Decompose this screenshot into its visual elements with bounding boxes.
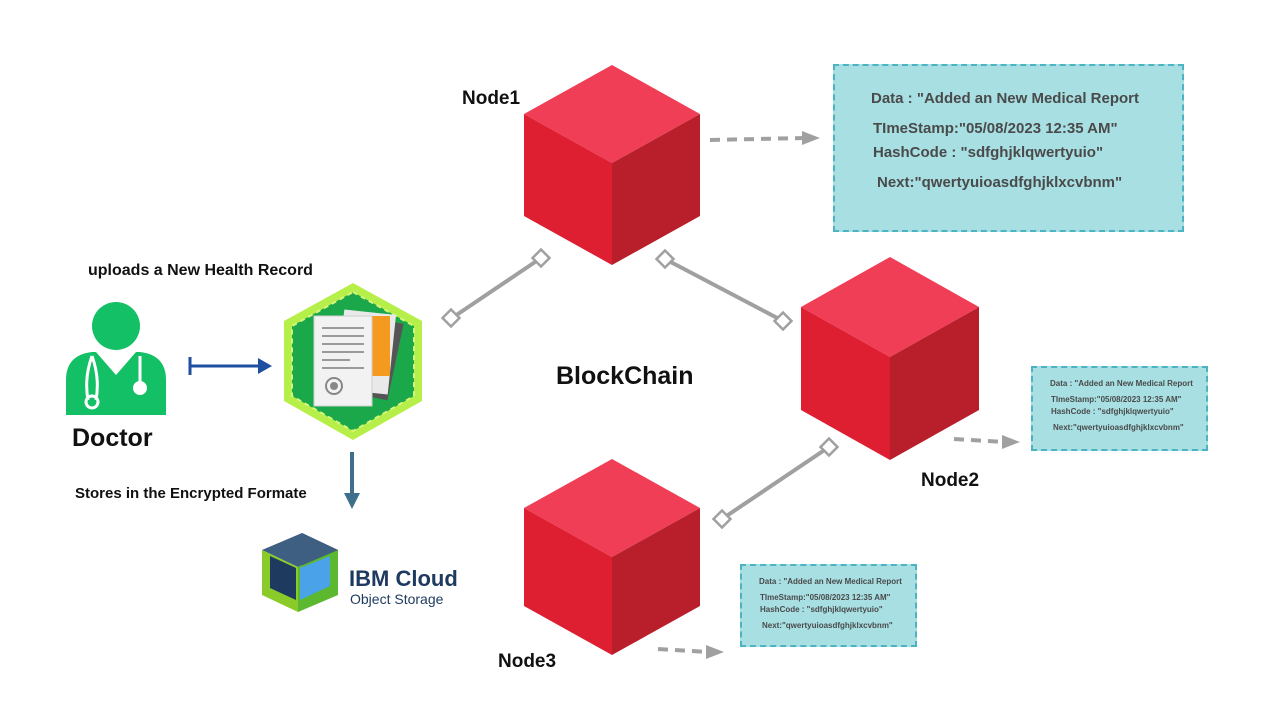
block-data: Data : "Added an New Medical Report bbox=[1050, 379, 1193, 388]
chain-connector-node3-node2 bbox=[711, 436, 840, 530]
ibm-cloud-storage-icon bbox=[262, 533, 338, 612]
doctor-label: Doctor bbox=[72, 424, 153, 452]
node1-cube bbox=[524, 65, 700, 265]
node3-block-info: Data : "Added an New Medical Report TIme… bbox=[740, 564, 917, 647]
block-data: Data : "Added an New Medical Report bbox=[871, 90, 1139, 107]
block-timestamp: TImeStamp:"05/08/2023 12:35 AM" bbox=[873, 120, 1118, 137]
upload-caption: uploads a New Health Record bbox=[88, 262, 313, 279]
chain-connector-node1-node2 bbox=[654, 248, 794, 332]
node3-label: Node3 bbox=[498, 651, 557, 672]
node2-cube bbox=[801, 257, 979, 460]
doctor-icon bbox=[66, 302, 166, 415]
node2-data-arrow bbox=[953, 435, 1020, 449]
node3-data-arrow bbox=[657, 645, 724, 659]
block-next: Next:"qwertyuioasdfghjklxcvbnm" bbox=[762, 621, 893, 630]
node1-data-arrow bbox=[709, 131, 820, 145]
block-timestamp: TImeStamp:"05/08/2023 12:35 AM" bbox=[760, 593, 891, 602]
node2-block-info: Data : "Added an New Medical Report TIme… bbox=[1031, 366, 1208, 451]
blockchain-title: BlockChain bbox=[556, 362, 694, 390]
storage-caption: Stores in the Encrypted Formate bbox=[75, 485, 307, 502]
block-timestamp: TImeStamp:"05/08/2023 12:35 AM" bbox=[1051, 395, 1182, 404]
block-hashcode: HashCode : "sdfghjklqwertyuio" bbox=[760, 605, 883, 614]
node1-label: Node1 bbox=[462, 88, 521, 109]
chain-connector-hex-node1 bbox=[440, 247, 552, 329]
block-hashcode: HashCode : "sdfghjklqwertyuio" bbox=[873, 144, 1104, 161]
block-next: Next:"qwertyuioasdfghjklxcvbnm" bbox=[1053, 423, 1184, 432]
block-next: Next:"qwertyuioasdfghjklxcvbnm" bbox=[877, 174, 1123, 191]
storage-arrow bbox=[344, 452, 360, 509]
node3-cube bbox=[524, 459, 700, 655]
node2-label: Node2 bbox=[921, 470, 980, 491]
block-hashcode: HashCode : "sdfghjklqwertyuio" bbox=[1051, 407, 1174, 416]
block-data: Data : "Added an New Medical Report bbox=[759, 577, 902, 586]
object-storage-logo-text: Object Storage bbox=[350, 591, 444, 607]
medical-document-icon bbox=[313, 309, 404, 407]
ibm-cloud-logo-text: IBM Cloud bbox=[349, 566, 458, 591]
upload-arrow bbox=[188, 357, 272, 375]
node1-block-info: Data : "Added an New Medical Report TIme… bbox=[833, 64, 1184, 232]
